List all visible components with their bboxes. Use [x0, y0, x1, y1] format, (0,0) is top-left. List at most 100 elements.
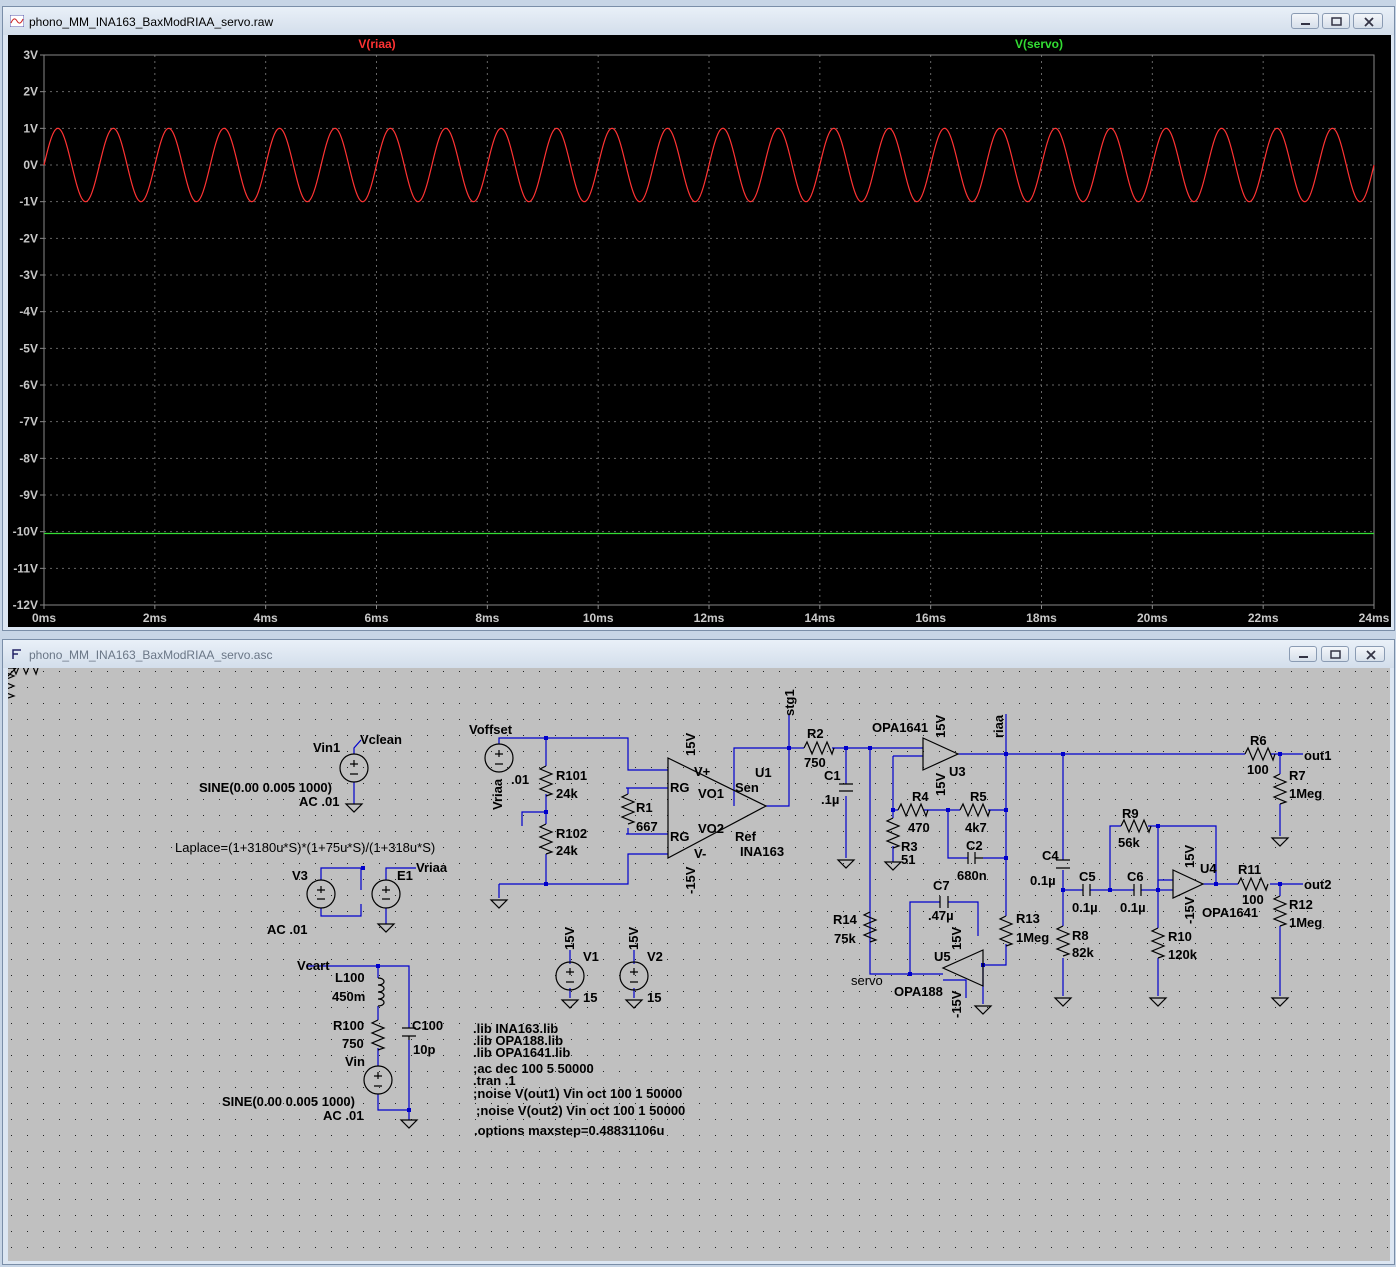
label-opa1641-u3: OPA1641 [872, 720, 928, 735]
label-v2: V2 [647, 949, 663, 964]
label-voffset: Voffset [469, 722, 513, 737]
schematic-canvas[interactable]: Vin1 Vclean SINE(0.00 0.005 1000) AC .01… [8, 668, 1390, 1261]
label-v3: V3 [292, 868, 308, 883]
spice-directives[interactable]: .lib INA163.lib .lib OPA188.lib .lib OPA… [473, 1021, 685, 1138]
label-c100: C100 [412, 1018, 443, 1033]
label-ac3: AC .01 [267, 922, 307, 937]
x-tick-label: 24ms [1359, 611, 1390, 625]
maximize-button[interactable] [1321, 646, 1349, 662]
label-c7-value: .47µ [928, 908, 954, 923]
directive-line: .options maxstep=0.48831106u [474, 1123, 664, 1138]
label-sine2: SINE(0.00 0.005 1000) [222, 1094, 355, 1109]
y-tick-label: 3V [23, 48, 38, 62]
x-tick-label: 2ms [143, 611, 167, 625]
label-ac1: AC .01 [299, 794, 339, 809]
y-tick-label: -12V [13, 598, 38, 612]
label-l100: L100 [335, 970, 365, 985]
schematic-icon [12, 649, 21, 659]
maximize-button[interactable] [1322, 13, 1350, 29]
minimize-button[interactable] [1291, 13, 1319, 29]
label-u4: U4 [1200, 861, 1217, 876]
label-c4-value: 0.1µ [1030, 873, 1056, 888]
label-r5-value: 4k7 [965, 820, 987, 835]
label-r3: R3 [901, 839, 918, 854]
label-vin1: Vin1 [313, 740, 340, 755]
plot-titlebar[interactable]: phono_MM_INA163_BaxModRIAA_servo.raw [3, 7, 1394, 35]
x-tick-label: 20ms [1137, 611, 1168, 625]
label-vin: Vin [345, 1054, 365, 1069]
trace-label-riaa[interactable]: V(riaa) [358, 37, 395, 51]
label-c2: C2 [966, 838, 983, 853]
waveform-chart[interactable]: V(riaa) V(servo) 3V2V1V0V-1V-2V-3V-4V-5V… [8, 35, 1391, 627]
label-v1-value: 15 [583, 990, 597, 1005]
label-c1-value: .1µ [821, 792, 839, 807]
close-button[interactable] [1353, 13, 1383, 29]
x-tick-label: 18ms [1026, 611, 1057, 625]
label-c100-value: 10p [413, 1042, 435, 1057]
label-u5: U5 [934, 949, 951, 964]
label-r8-value: 82k [1072, 945, 1094, 960]
label-r9: R9 [1122, 806, 1139, 821]
x-tick-label: 16ms [915, 611, 946, 625]
label-r6-value: 100 [1247, 762, 1269, 777]
x-tick-label: 6ms [364, 611, 388, 625]
label-vminus: V- [694, 846, 706, 861]
label-ac2: AC .01 [323, 1108, 363, 1123]
label-vcart: Vcart [297, 958, 330, 973]
label-r101-value: 24k [556, 786, 578, 801]
label-r102-value: 24k [556, 843, 578, 858]
schematic-window: phono_MM_INA163_BaxModRIAA_servo.asc [2, 639, 1395, 1265]
trace-label-servo[interactable]: V(servo) [1015, 37, 1063, 51]
wires [306, 714, 1303, 1120]
label-ina163: INA163 [740, 844, 784, 859]
label-r10: R10 [1168, 929, 1192, 944]
close-button[interactable] [1355, 646, 1385, 662]
label-r10-value: 120k [1168, 947, 1198, 962]
label-c6: C6 [1127, 869, 1144, 884]
label-out1: out1 [1304, 748, 1331, 763]
label-r100: R100 [333, 1018, 364, 1033]
schematic-window-title: phono_MM_INA163_BaxModRIAA_servo.asc [29, 648, 273, 662]
label-r101: R101 [556, 768, 587, 783]
label-r14-value: 75k [834, 931, 856, 946]
label-r102: R102 [556, 826, 587, 841]
x-tick-label: 14ms [804, 611, 835, 625]
label-vriaa-e1: Vriaa [416, 860, 448, 875]
minimize-button[interactable] [1289, 646, 1317, 662]
label-ina-m15v: -15V [683, 866, 698, 894]
label-v2-15v: 15V [626, 927, 641, 950]
label-c7: C7 [933, 878, 950, 893]
schematic-titlebar[interactable]: phono_MM_INA163_BaxModRIAA_servo.asc [3, 640, 1394, 668]
label-u5-15v: 15V [949, 927, 964, 950]
junction-dots [361, 736, 1282, 1112]
label-u1: U1 [755, 765, 772, 780]
y-tick-label: -5V [19, 341, 38, 355]
label-r2-value: 750 [804, 755, 826, 770]
label-riaa: riaa [991, 714, 1006, 738]
label-c1: C1 [824, 768, 841, 783]
components [8, 668, 1289, 1129]
label-vo1: VO1 [698, 786, 724, 801]
label-vplus: V+ [694, 764, 711, 779]
label-c5-value: 0.1µ [1072, 900, 1098, 915]
label-c4: C4 [1042, 848, 1059, 863]
directive-line: ;noise V(out1) Vin oct 100 1 50000 [473, 1086, 682, 1101]
label-r12: R12 [1289, 897, 1313, 912]
label-r100-value: 750 [342, 1036, 364, 1051]
directive-line: ;noise V(out2) Vin oct 100 1 50000 [476, 1103, 685, 1118]
y-tick-label: -3V [19, 268, 38, 282]
label-u3: U3 [949, 764, 966, 779]
label-r1: R1 [636, 800, 653, 815]
x-tick-label: 4ms [254, 611, 278, 625]
y-tick-label: -4V [19, 305, 38, 319]
label-voffset-value: .01 [511, 772, 529, 787]
label-c5: C5 [1079, 869, 1096, 884]
label-u3-15v-b: 15V [933, 773, 948, 796]
label-v1-15v: 15V [562, 927, 577, 950]
trace-v-riaa[interactable] [43, 127, 1375, 203]
label-laplace: Laplace=(1+3180u*S)*(1+75u*S)/(1+318u*S) [175, 840, 435, 855]
label-u4-15v: 15V [1182, 845, 1197, 868]
label-r8: R8 [1072, 928, 1089, 943]
y-tick-label: -9V [19, 488, 38, 502]
